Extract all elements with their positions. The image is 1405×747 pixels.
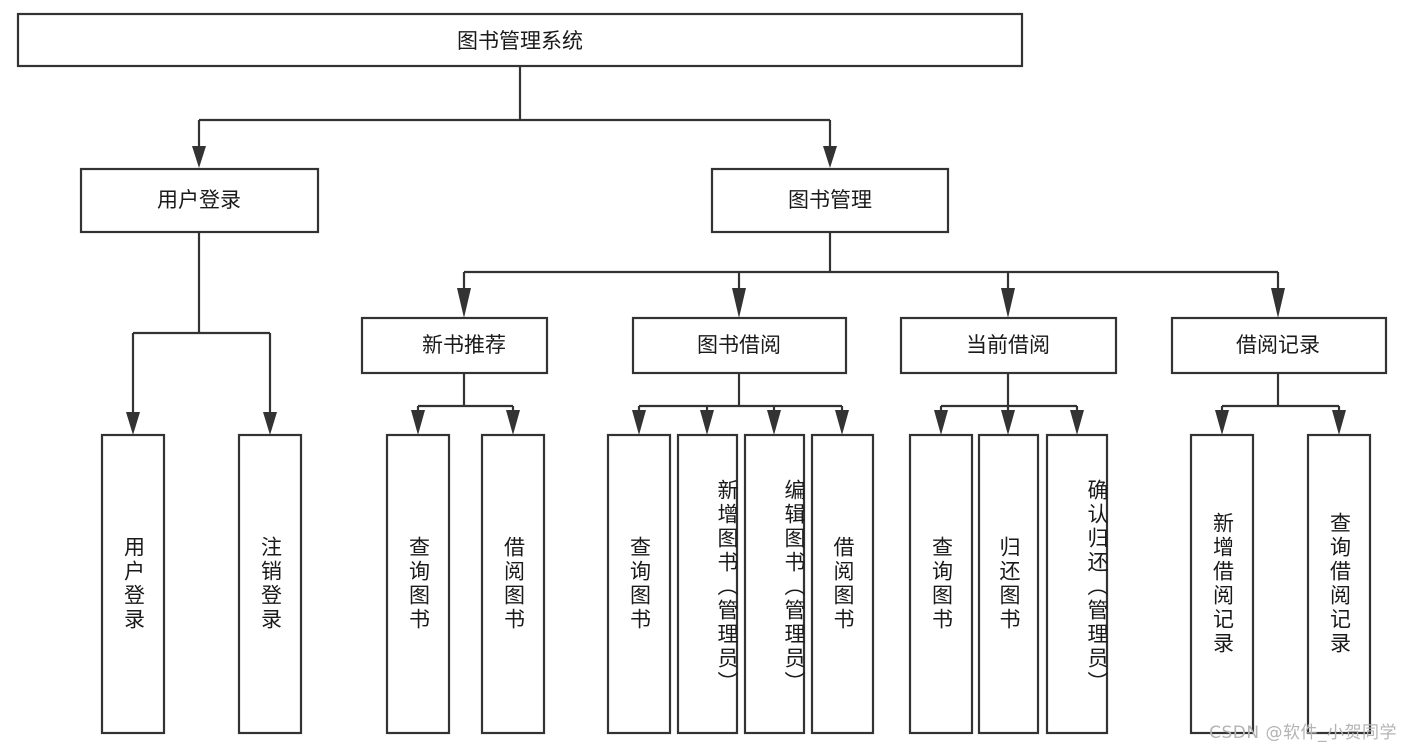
arrow-to-user-login xyxy=(192,146,206,168)
node-book-borrow[interactable]: 图书借阅 xyxy=(631,316,848,375)
node-user-login[interactable]: 用户登录 xyxy=(79,167,320,234)
nodes-layer: 图书管理系统 用户登录 图书管理 新书推荐 图书借阅 当前 xyxy=(16,12,1388,735)
node-borrow-record-box[interactable] xyxy=(1170,316,1388,375)
leaf-box-borrow-book-2[interactable] xyxy=(810,433,875,735)
node-root-label: 图书管理系统 xyxy=(457,29,583,53)
arrow-to-leaf-add-borrow-record xyxy=(1215,410,1229,435)
node-new-book-recommend-box[interactable] xyxy=(360,316,549,375)
arrow-to-current-borrow xyxy=(1001,288,1015,318)
node-book-management[interactable]: 图书管理 xyxy=(710,167,950,234)
node-user-login-box[interactable] xyxy=(79,167,320,234)
leaf-box-return-book[interactable] xyxy=(977,433,1040,735)
arrow-to-leaf-logout-login xyxy=(263,412,277,435)
leaf-box-query-book-3[interactable] xyxy=(908,433,974,735)
csdn-watermark: CSDN @软件_小贺同学 xyxy=(1209,723,1397,743)
arrow-to-leaf-add-book-admin xyxy=(700,410,714,435)
arrow-to-new-book-recommend xyxy=(457,288,471,318)
arrow-to-leaf-query-book-2 xyxy=(632,410,646,435)
node-book-borrow-label: 图书借阅 xyxy=(697,333,781,357)
leaf-box-confirm-return-admin[interactable] xyxy=(1045,433,1109,735)
node-user-login-label: 用户登录 xyxy=(157,188,241,212)
node-current-borrow-box[interactable] xyxy=(899,316,1118,375)
node-book-management-box[interactable] xyxy=(710,167,950,234)
node-current-borrow[interactable]: 当前借阅 xyxy=(899,316,1118,375)
arrow-to-book-borrow xyxy=(732,288,746,318)
arrow-to-book-management xyxy=(823,146,837,168)
node-book-management-label: 图书管理 xyxy=(788,188,872,212)
arrow-to-leaf-borrow-book-1 xyxy=(506,410,520,435)
node-borrow-record-label: 借阅记录 xyxy=(1236,333,1320,357)
leaf-box-borrow-book-1[interactable] xyxy=(480,433,546,735)
arrow-to-leaf-user-login xyxy=(126,412,140,435)
leaf-box-add-book-admin[interactable] xyxy=(676,433,739,735)
arrow-to-leaf-borrow-book-2 xyxy=(835,410,849,435)
node-root[interactable]: 图书管理系统 xyxy=(16,12,1024,68)
arrow-to-leaf-edit-book-admin xyxy=(767,410,781,435)
node-borrow-record[interactable]: 借阅记录 xyxy=(1170,316,1388,375)
node-new-book-recommend-label: 新书推荐 xyxy=(422,333,506,357)
leaf-box-logout-login[interactable] xyxy=(237,433,303,735)
arrow-to-leaf-confirm-return-admin xyxy=(1070,410,1084,435)
leaf-box-edit-book-admin[interactable] xyxy=(743,433,806,735)
leaf-box-query-book-2[interactable] xyxy=(606,433,672,735)
leaf-box-add-borrow-record[interactable] xyxy=(1189,433,1255,735)
leaf-box-user-login[interactable] xyxy=(100,433,166,735)
arrow-to-leaf-query-book-1 xyxy=(411,410,425,435)
node-book-borrow-box[interactable] xyxy=(631,316,848,375)
node-root-box[interactable] xyxy=(16,12,1024,68)
arrow-to-leaf-query-book-3 xyxy=(934,410,948,435)
arrow-to-borrow-record xyxy=(1271,288,1285,318)
leaf-box-query-borrow-record[interactable] xyxy=(1306,433,1372,735)
node-current-borrow-label: 当前借阅 xyxy=(966,333,1050,357)
node-new-book-recommend[interactable]: 新书推荐 xyxy=(360,316,549,375)
arrow-to-leaf-return-book xyxy=(1001,410,1015,435)
edges-layer xyxy=(126,66,1346,435)
leaf-box-query-book-1[interactable] xyxy=(385,433,451,735)
arrow-to-leaf-query-borrow-record xyxy=(1332,410,1346,435)
